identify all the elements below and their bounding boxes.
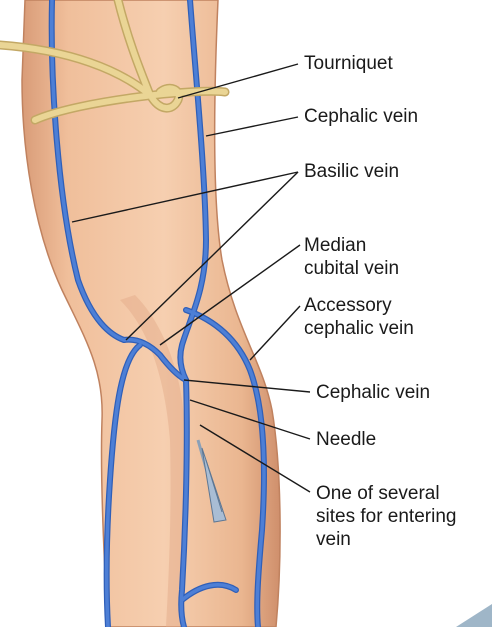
label-accessory-cephalic-line2: cephalic vein [304,317,414,340]
label-needle: Needle [316,428,376,451]
label-tourniquet: Tourniquet [304,52,393,75]
label-cephalic-vein-lower: Cephalic vein [316,381,430,404]
label-basilic-vein: Basilic vein [304,160,399,183]
label-median-cubital-line1: Median [304,234,399,257]
corner-mark [456,604,492,627]
label-entry-sites: One of several sites for entering vein [316,482,456,551]
label-accessory-cephalic-vein: Accessory cephalic vein [304,294,414,340]
label-entry-sites-line3: vein [316,528,456,551]
leader-cephalic-upper [206,117,298,136]
label-entry-sites-line2: sites for entering [316,505,456,528]
label-entry-sites-line1: One of several [316,482,456,505]
label-accessory-cephalic-line1: Accessory [304,294,414,317]
label-cephalic-vein-upper: Cephalic vein [304,105,418,128]
leader-accessory-cephalic [250,306,300,360]
label-median-cubital-vein: Median cubital vein [304,234,399,280]
label-median-cubital-line2: cubital vein [304,257,399,280]
